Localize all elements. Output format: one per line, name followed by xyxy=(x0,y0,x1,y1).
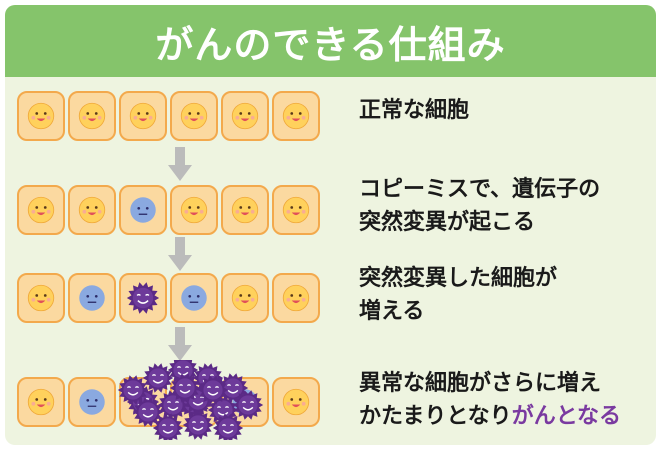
diagram-title: がんのできる仕組み xyxy=(5,5,656,77)
cell xyxy=(119,185,167,235)
smiling-face-icon xyxy=(231,284,259,312)
cell xyxy=(17,91,65,141)
smiling-face-icon xyxy=(27,196,55,224)
smiling-face-icon xyxy=(180,196,208,224)
cell xyxy=(221,91,269,141)
cell xyxy=(272,377,320,427)
cancer-cell-icon xyxy=(132,397,164,427)
spiky-cancer-cell-icon xyxy=(126,282,160,314)
smiling-face-icon xyxy=(27,284,55,312)
cell xyxy=(17,185,65,235)
stage-row-3 xyxy=(17,273,323,323)
cell xyxy=(119,273,167,323)
cell xyxy=(68,185,116,235)
cell xyxy=(119,91,167,141)
cancer-mass-icon xyxy=(117,360,264,440)
diagram-panel: がんのできる仕組み 正常な細胞 コピーミスで、遺伝子の 突然変異が起こる 突然変… xyxy=(5,5,656,445)
smiling-face-icon xyxy=(129,102,157,130)
neutral-face-icon xyxy=(79,285,105,311)
stage-row-1 xyxy=(17,91,323,141)
caption-line: コピーミスで、遺伝子の xyxy=(359,177,601,202)
cell xyxy=(272,185,320,235)
caption-line: 異常な細胞がさらに増え xyxy=(359,371,602,396)
smiling-face-icon xyxy=(27,102,55,130)
cancer-cell-icon xyxy=(117,375,149,405)
smiling-face-icon xyxy=(282,284,310,312)
cell xyxy=(170,185,218,235)
smiling-face-icon xyxy=(282,388,310,416)
smiling-face-icon xyxy=(231,102,259,130)
cell xyxy=(221,273,269,323)
cancer-cell-icon xyxy=(142,363,174,393)
neutral-face-icon xyxy=(79,389,105,415)
caption-line: 増える xyxy=(359,299,425,324)
cell xyxy=(68,377,116,427)
stage-caption-1: 正常な細胞 xyxy=(359,94,469,127)
cell xyxy=(272,91,320,141)
cancer-cell-icon xyxy=(169,373,201,403)
down-arrow-icon xyxy=(168,327,192,361)
caption-line: 突然変異した細胞が xyxy=(359,266,558,291)
cell xyxy=(170,273,218,323)
cell xyxy=(272,273,320,323)
smiling-face-icon xyxy=(282,196,310,224)
cell xyxy=(170,91,218,141)
neutral-face-icon xyxy=(181,285,207,311)
cell xyxy=(68,273,116,323)
cancer-cell-icon xyxy=(197,375,229,405)
cancer-cell-icon xyxy=(152,413,184,440)
cell xyxy=(221,185,269,235)
down-arrow-icon xyxy=(168,237,192,271)
cancer-cell-icon xyxy=(232,390,264,420)
smiling-face-icon xyxy=(180,102,208,130)
caption-line: かたまりとなりがんとなる xyxy=(359,400,621,433)
cancer-cell-icon xyxy=(182,410,214,440)
smiling-face-icon xyxy=(78,102,106,130)
cell xyxy=(17,377,65,427)
neutral-face-icon xyxy=(130,197,156,223)
cancer-cell-icon xyxy=(212,413,244,440)
smiling-face-icon xyxy=(78,196,106,224)
stage-caption-4: 異常な細胞がさらに増え かたまりとなりがんとなる xyxy=(359,367,621,433)
stage-caption-3: 突然変異した細胞が 増える xyxy=(359,262,557,328)
caption-highlight: がんとなる xyxy=(511,404,622,429)
down-arrow-icon xyxy=(168,147,192,181)
stage-row-2 xyxy=(17,185,323,235)
caption-text: かたまりとなり xyxy=(359,404,512,429)
smiling-face-icon xyxy=(282,102,310,130)
cell xyxy=(17,273,65,323)
smiling-face-icon xyxy=(231,196,259,224)
caption-line: 正常な細胞 xyxy=(359,98,470,123)
cell xyxy=(68,91,116,141)
stage-caption-2: コピーミスで、遺伝子の 突然変異が起こる xyxy=(359,173,600,239)
smiling-face-icon xyxy=(27,388,55,416)
caption-line: 突然変異が起こる xyxy=(359,210,536,235)
